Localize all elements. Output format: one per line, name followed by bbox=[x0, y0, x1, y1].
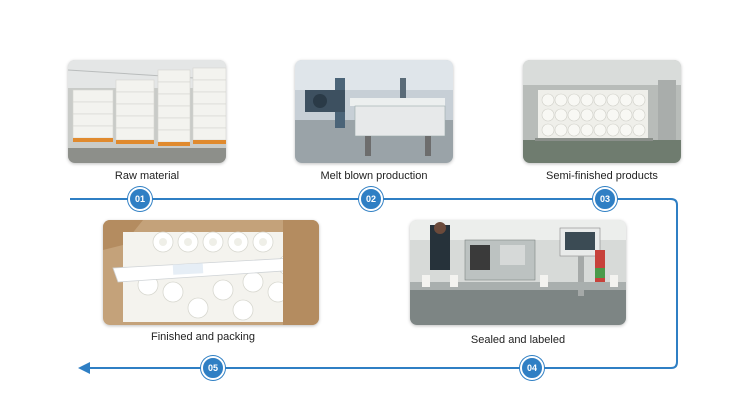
semi-finished-products-photo bbox=[523, 60, 681, 163]
step-label-sealed-and-labeled: Sealed and labeled bbox=[470, 334, 566, 346]
step-label-melt-blown-production: Melt blown production bbox=[320, 170, 428, 182]
step-label-finished-and-packing: Finished and packing bbox=[151, 331, 255, 343]
melt-blown-production-photo bbox=[295, 60, 453, 163]
step-badge-05: 05 bbox=[201, 356, 225, 380]
flow-path bbox=[70, 198, 678, 369]
step-badge-02: 02 bbox=[359, 187, 383, 211]
finished-and-packing-photo bbox=[103, 220, 319, 325]
flow-arrowhead-icon bbox=[78, 362, 90, 374]
step-label-raw-material: Raw material bbox=[114, 170, 180, 182]
step-label-semi-finished-products: Semi-finished products bbox=[546, 170, 658, 182]
step-badge-04: 04 bbox=[520, 356, 544, 380]
step-badge-01: 01 bbox=[128, 187, 152, 211]
raw-material-photo bbox=[68, 60, 226, 163]
sealed-and-labeled-photo bbox=[410, 220, 626, 325]
step-badge-03: 03 bbox=[593, 187, 617, 211]
